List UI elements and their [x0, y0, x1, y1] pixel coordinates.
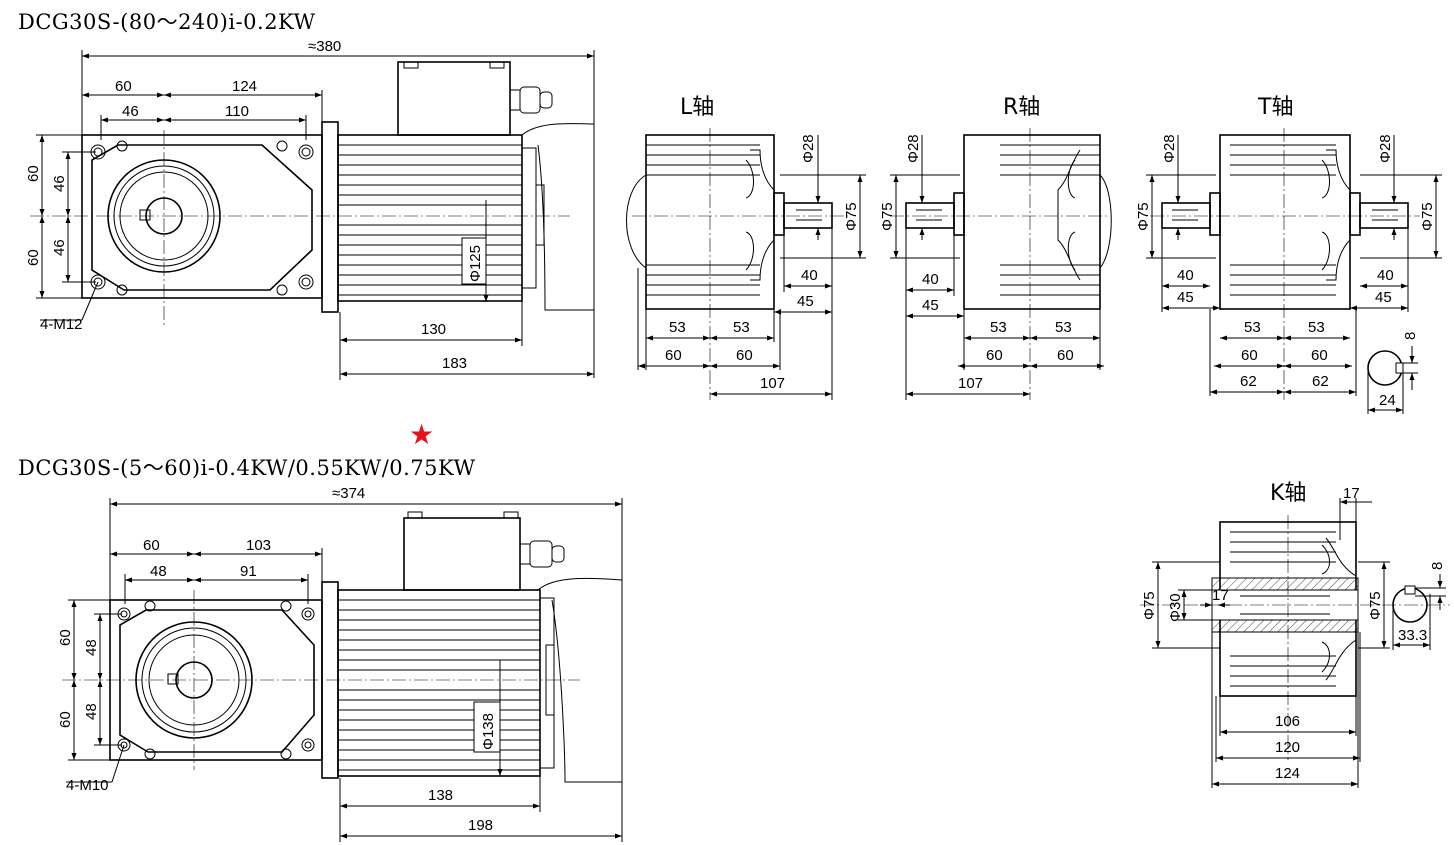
k-key-8: 8	[1429, 562, 1446, 570]
k-dim-106: 106	[1275, 713, 1300, 730]
k-dim-17-top: 17	[1343, 485, 1360, 502]
t-dim-53a: 53	[1244, 319, 1261, 336]
t-dim-d28b: Φ28	[1377, 134, 1394, 163]
top-vdim-46b: 46	[51, 239, 68, 256]
t-dim-40b: 40	[1377, 267, 1394, 284]
top-dim-110: 110	[225, 103, 249, 120]
bottom-dim-48: 48	[150, 563, 167, 580]
recommended-star-icon: ★	[409, 418, 435, 451]
bottom-vdim-48a: 48	[83, 639, 100, 656]
top-dim-46: 46	[122, 103, 139, 120]
l-dim-107: 107	[760, 375, 785, 392]
top-front-view: ≈380 60 124 46 110 60 60 46 46	[25, 38, 595, 380]
top-vdim-60b: 60	[25, 249, 42, 266]
t-dim-d28a: Φ28	[1161, 134, 1178, 163]
r-axis-label: R轴	[1003, 95, 1040, 120]
r-dim-d28: Φ28	[905, 134, 922, 163]
top-dim-130: 130	[421, 321, 446, 338]
l-axis-view: L轴 Φ28 Φ75 40 45 53 53	[626, 95, 866, 400]
k-dim-d75a: Φ75	[1141, 591, 1158, 620]
k-dim-120: 120	[1275, 739, 1300, 756]
bottom-model-title: DCG30S-(5～60)i-0.4KW/0.55KW/0.75KW	[18, 456, 476, 480]
l-dim-40: 40	[801, 267, 818, 284]
top-vdim-60a: 60	[25, 165, 42, 182]
k-dim-124: 124	[1275, 765, 1300, 782]
bottom-vdim-48b: 48	[83, 703, 100, 720]
top-motor-fins	[338, 144, 522, 296]
r-axis-view: R轴 Φ28 Φ75 40 45 53 53 60	[879, 95, 1112, 400]
top-bolt-label: 4-M12	[40, 316, 83, 333]
l-dim-60b: 60	[736, 347, 753, 364]
k-dim-d30: Φ30	[1167, 593, 1184, 622]
bottom-dim-60: 60	[143, 537, 160, 554]
t-dim-d75a: Φ75	[1135, 202, 1152, 231]
bottom-dim-138: 138	[428, 787, 453, 804]
l-dim-d75: Φ75	[843, 202, 860, 231]
k-dim-17-inner: 17	[1212, 587, 1229, 604]
r-dim-45: 45	[922, 297, 939, 314]
t-dim-53b: 53	[1308, 319, 1325, 336]
bottom-vdim-60b: 60	[57, 711, 74, 728]
top-dim-60: 60	[115, 78, 132, 95]
t-dim-45b: 45	[1375, 289, 1392, 306]
k-axis-view: K轴 17 Φ75 Φ30 17 Φ75	[1140, 481, 1450, 788]
t-axis-label: T轴	[1257, 95, 1293, 120]
t-axis-view: T轴 Φ28 Φ28 Φ75 Φ75 40 45	[1135, 95, 1442, 414]
k-axis-label: K轴	[1270, 481, 1306, 506]
r-dim-53a: 53	[990, 319, 1007, 336]
top-dim-183: 183	[442, 355, 467, 372]
r-dim-60a: 60	[986, 347, 1003, 364]
top-overall-dim: ≈380	[308, 38, 341, 55]
bottom-dim-103: 103	[246, 537, 271, 554]
t-dim-62b: 62	[1312, 373, 1329, 390]
l-axis-label: L轴	[680, 95, 714, 120]
k-key-33: 33.3	[1398, 627, 1427, 644]
r-dim-40: 40	[922, 271, 939, 288]
bottom-vdim-60a: 60	[57, 629, 74, 646]
bottom-bolt-label: 4-M10	[66, 777, 109, 794]
r-dim-60b: 60	[1057, 347, 1074, 364]
t-dim-60b: 60	[1311, 347, 1328, 364]
t-dim-45a: 45	[1177, 289, 1194, 306]
bottom-dim-198: 198	[468, 817, 493, 834]
t-key-24: 24	[1379, 392, 1396, 409]
l-dim-53b: 53	[733, 319, 750, 336]
top-model-title: DCG30S-(80～240)i-0.2KW	[18, 10, 316, 34]
l-dim-45: 45	[797, 293, 814, 310]
t-dim-62a: 62	[1240, 373, 1257, 390]
top-vdim-46a: 46	[51, 175, 68, 192]
t-dim-d75b: Φ75	[1419, 202, 1436, 231]
r-dim-107: 107	[958, 375, 983, 392]
r-dim-53b: 53	[1055, 319, 1072, 336]
l-dim-60a: 60	[665, 347, 682, 364]
t-key-8: 8	[1402, 332, 1419, 340]
l-dim-d28: Φ28	[800, 134, 817, 163]
t-dim-60a: 60	[1241, 347, 1258, 364]
top-dim-124: 124	[232, 78, 257, 95]
k-dim-d75b: Φ75	[1367, 591, 1384, 620]
bottom-dim-91: 91	[240, 563, 257, 580]
bottom-motor-fins	[338, 599, 540, 771]
bottom-front-view: ≈374 60 103 48 91 60 60 48 48	[57, 485, 623, 842]
l-dim-53a: 53	[669, 319, 686, 336]
r-dim-d75: Φ75	[879, 202, 896, 231]
bottom-overall-dim: ≈374	[332, 485, 365, 502]
top-motor-dia: Φ125	[467, 245, 484, 282]
bottom-motor-dia: Φ138	[480, 713, 497, 750]
t-dim-40a: 40	[1177, 267, 1194, 284]
